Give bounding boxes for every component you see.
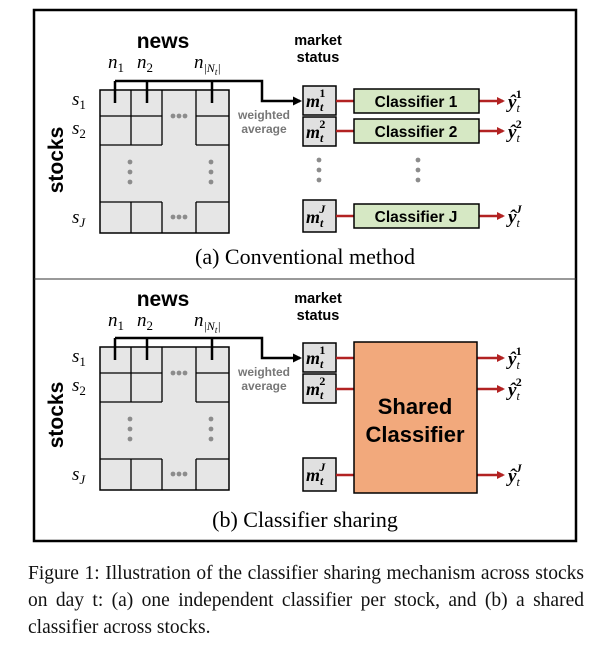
svg-text:Classifier 1: Classifier 1 <box>375 94 458 111</box>
news-stock-grid <box>99 89 230 234</box>
output-labels-a: ŷt1 ŷt2 ŷtJ <box>506 87 523 230</box>
news-title: news <box>137 30 190 53</box>
output-y2: ŷt2 <box>506 375 522 403</box>
svg-text:mtJ: mtJ <box>306 460 326 488</box>
figure-caption: Figure 1: Illustration of the classifier… <box>28 563 584 638</box>
stocks-label: stocks <box>45 382 68 449</box>
col-label-nN: n|Nt| <box>194 310 221 335</box>
weighted-label: weighted <box>237 365 290 379</box>
status-title: status <box>297 308 340 324</box>
svg-text:Classifier 2: Classifier 2 <box>375 124 458 141</box>
subcaption-a: (a) Conventional method <box>195 244 415 269</box>
classifier-box-J: Classifier J <box>353 203 480 229</box>
weighted-average-bracket <box>113 79 302 106</box>
news-title: news <box>137 288 190 311</box>
col-label-n2: n2 <box>137 52 153 75</box>
panel-a: news stocks n1 n2 n|Nt| s1 s2 sJ <box>45 30 523 269</box>
svg-text:Classifier: Classifier <box>365 422 464 447</box>
col-label-n1: n1 <box>108 52 124 75</box>
shared-classifier-box: Shared Classifier <box>353 341 478 494</box>
figure-frame <box>32 8 578 543</box>
weighted-label: weighted <box>237 108 290 122</box>
row-label-s1: s1 <box>72 346 86 369</box>
row-label-s1: s1 <box>72 89 86 112</box>
col-label-n2: n2 <box>137 310 153 333</box>
svg-text:Shared: Shared <box>378 394 453 419</box>
connectors-a <box>336 97 505 220</box>
column-labels: n1 n2 n|Nt| <box>108 310 221 335</box>
market-status-box-J: mtJ <box>302 199 337 233</box>
average-label: average <box>241 379 287 393</box>
row-label-s2: s2 <box>72 118 86 141</box>
market-title: market <box>294 291 342 307</box>
market-status-box-2: mt2 <box>302 373 337 404</box>
svg-text:mt1: mt1 <box>306 343 325 371</box>
output-yJ: ŷtJ <box>506 461 523 489</box>
row-labels: s1 s2 sJ <box>72 346 86 487</box>
status-title: status <box>297 50 340 66</box>
panel-b: news stocks n1 n2 n|Nt| s1 s2 sJ <box>45 288 523 532</box>
average-label: average <box>241 122 287 136</box>
output-y2: ŷt2 <box>506 117 522 145</box>
classifier-box-1: Classifier 1 <box>353 88 480 114</box>
svg-text:mt1: mt1 <box>306 86 325 114</box>
subcaption-b: (b) Classifier sharing <box>212 507 398 532</box>
connectors-b <box>336 354 505 479</box>
row-label-sJ: sJ <box>72 464 86 487</box>
row-labels: s1 s2 sJ <box>72 89 86 230</box>
market-title: market <box>294 33 342 49</box>
svg-text:Classifier J: Classifier J <box>375 209 458 226</box>
market-status-box-J: mtJ <box>302 457 337 492</box>
svg-text:mtJ: mtJ <box>306 202 326 230</box>
weighted-average-bracket <box>113 336 302 363</box>
col-label-nN: n|Nt| <box>194 52 221 77</box>
classifier-box-2: Classifier 2 <box>353 118 480 144</box>
row-label-s2: s2 <box>72 375 86 398</box>
news-stock-grid <box>99 346 230 491</box>
stocks-label: stocks <box>45 127 68 194</box>
vertical-ellipsis <box>316 157 421 183</box>
column-labels: n1 n2 n|Nt| <box>108 52 221 77</box>
svg-text:mt2: mt2 <box>306 374 325 402</box>
col-label-n1: n1 <box>108 310 124 333</box>
market-status-box-1: mt1 <box>302 342 337 373</box>
output-y1: ŷt1 <box>506 87 522 115</box>
output-labels-b: ŷt1 ŷt2 ŷtJ <box>506 344 523 489</box>
svg-text:mt2: mt2 <box>306 117 325 145</box>
market-status-box-2: mt2 <box>302 116 337 147</box>
output-yJ: ŷtJ <box>506 202 523 230</box>
market-status-box-1: mt1 <box>302 85 337 116</box>
row-label-sJ: sJ <box>72 207 86 230</box>
output-y1: ŷt1 <box>506 344 522 372</box>
